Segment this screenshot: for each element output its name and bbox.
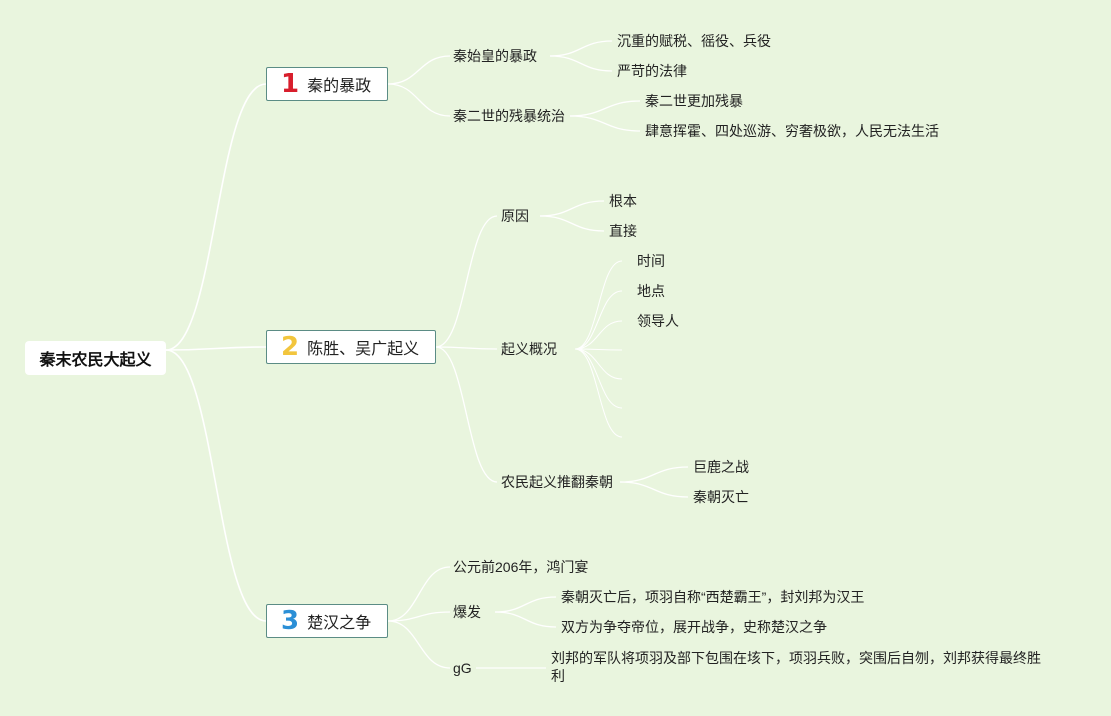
subtopic-overthrow-qin[interactable]: 农民起义推翻秦朝	[501, 474, 613, 490]
branch-1-label: 秦的暴政	[307, 78, 372, 95]
leaf-root-cause[interactable]: 根本	[609, 193, 637, 209]
connector-line-17	[574, 348, 623, 351]
subtopic-qin-shihuang-tyranny[interactable]: 秦始皇的暴政	[453, 48, 537, 64]
subtopic-gg[interactable]: gG	[453, 660, 472, 676]
leaf-qin-falls[interactable]: 秦朝灭亡	[693, 489, 749, 505]
leaf-harsh-laws[interactable]: 严苛的法律	[617, 63, 687, 79]
connector-line-1	[165, 346, 267, 351]
connector-line-20	[574, 348, 623, 438]
connector-line-10	[435, 346, 498, 350]
connector-line-26	[494, 596, 557, 613]
connector-line-21	[619, 466, 689, 483]
connector-line-3	[387, 55, 451, 85]
connector-line-11	[435, 346, 498, 483]
leaf-war-for-throne[interactable]: 双方为争夺帝位，展开战争，史称楚汉之争	[561, 619, 827, 635]
connector-line-18	[574, 348, 623, 380]
connector-line-24	[387, 611, 451, 622]
branch-1-topic[interactable]: 1 秦的暴政	[266, 67, 388, 101]
leaf-liu-bang-victory[interactable]: 刘邦的军队将项羽及部下包围在垓下，项羽兵败，突围后自刎，刘邦获得最终胜利	[551, 650, 1041, 684]
number-3-icon: 3	[281, 606, 300, 636]
connector-line-14	[574, 260, 623, 350]
subtopic-qin-ershi-rule[interactable]: 秦二世的残暴统治	[453, 108, 565, 124]
connector-line-9	[435, 215, 498, 348]
subtopic-cause[interactable]: 原因	[501, 208, 529, 224]
connector-line-27	[494, 611, 557, 628]
leaf-leader[interactable]: 领导人	[637, 313, 679, 329]
connector-line-7	[569, 100, 641, 117]
connector-line-6	[549, 55, 613, 72]
leaf-place[interactable]: 地点	[637, 283, 665, 299]
subtopic-uprising-overview[interactable]: 起义概况	[501, 341, 557, 357]
connector-line-12	[539, 200, 605, 217]
root-topic[interactable]: 秦末农民大起义	[25, 341, 166, 375]
connector-line-8	[569, 115, 641, 132]
connector-line-5	[549, 40, 613, 57]
connector-line-22	[619, 481, 689, 498]
subtopic-outbreak[interactable]: 爆发	[453, 604, 481, 620]
connector-line-0	[165, 83, 267, 351]
connector-line-4	[387, 83, 451, 117]
connector-line-25	[387, 620, 451, 669]
branch-3-label: 楚汉之争	[307, 615, 372, 632]
leaf-ershi-more-cruel[interactable]: 秦二世更加残暴	[645, 93, 743, 109]
connector-line-13	[539, 215, 605, 232]
leaf-time[interactable]: 时间	[637, 253, 665, 269]
leaf-extravagance[interactable]: 肆意挥霍、四处巡游、穷奢极欲，人民无法生活	[645, 123, 939, 139]
branch-2-topic[interactable]: 2 陈胜、吴广起义	[266, 330, 436, 364]
leaf-heavy-taxes[interactable]: 沉重的赋税、徭役、兵役	[617, 33, 771, 49]
connector-line-23	[387, 566, 451, 622]
leaf-julu-battle[interactable]: 巨鹿之战	[693, 459, 749, 475]
branch-2-label: 陈胜、吴广起义	[307, 341, 420, 358]
connector-line-19	[574, 348, 623, 409]
subtopic-hongmen-banquet[interactable]: 公元前206年，鸿门宴	[453, 559, 589, 575]
leaf-xiang-yu-king[interactable]: 秦朝灭亡后，项羽自称“西楚霸王”，封刘邦为汉王	[561, 589, 865, 605]
branch-3-topic[interactable]: 3 楚汉之争	[266, 604, 388, 638]
connector-line-15	[574, 290, 623, 350]
connector-line-2	[165, 349, 267, 622]
root-topic-label: 秦末农民大起义	[39, 352, 152, 369]
leaf-direct-cause[interactable]: 直接	[609, 223, 637, 239]
connector-line-16	[574, 320, 623, 350]
number-1-icon: 1	[281, 69, 300, 99]
number-2-icon: 2	[281, 332, 300, 362]
